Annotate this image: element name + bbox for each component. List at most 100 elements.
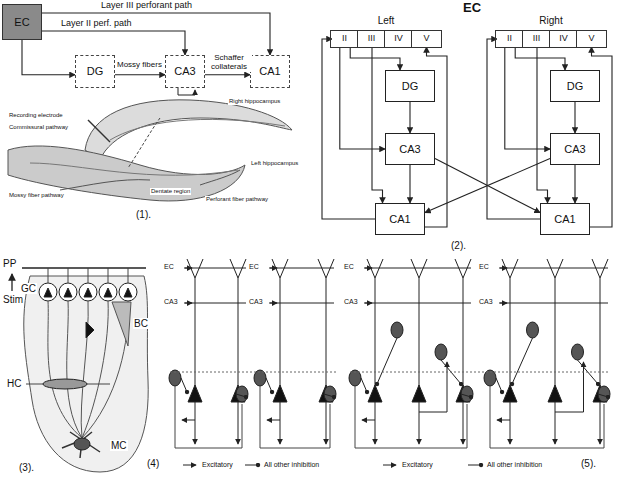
entorhinal-box: EC (2, 4, 42, 40)
legend-line (383, 465, 396, 466)
pathway-connector (574, 102, 575, 133)
granule-dendrite (88, 268, 89, 283)
pyramidal-cell (412, 385, 426, 402)
region-box: DG (550, 70, 600, 102)
input-arrow (364, 303, 372, 304)
legend-symbol (382, 461, 400, 469)
ec-input-fiber (500, 268, 608, 269)
legend-line (468, 465, 481, 466)
node-label: CA1 (259, 65, 280, 77)
annotation-label: Left hippocampus (250, 160, 299, 167)
cell-layer (30, 163, 238, 175)
pathway-connector (340, 47, 385, 149)
granule-cell-outline (59, 283, 77, 301)
pathway-label: Schaffer collaterals (206, 54, 252, 72)
inhibitory-link (324, 394, 334, 397)
granule-cell-outline (79, 283, 97, 301)
row-heading: Right (495, 15, 607, 26)
excitatory-link (182, 420, 195, 421)
node-label: EC (14, 16, 29, 28)
perforant-path (22, 267, 146, 269)
pathway-connector (537, 47, 548, 203)
apical-dendrite (187, 259, 203, 386)
node-label: V (588, 34, 594, 44)
node-label: III (368, 34, 376, 44)
legend-line (245, 465, 258, 466)
node-label: II (342, 34, 347, 44)
right-hippocampus-shape (85, 100, 292, 160)
layer-cell: II (497, 31, 523, 47)
interneuron (391, 322, 403, 338)
inhibitory-link (496, 378, 502, 392)
region-box: CA1 (375, 203, 425, 235)
annotation-label: EC (478, 263, 490, 271)
apical-dendrite (367, 259, 383, 386)
node-label: DG (567, 80, 584, 92)
inhibitory-link (512, 338, 533, 384)
pathway-connector (372, 47, 383, 203)
interneuron (572, 344, 584, 360)
layer-cell: III (524, 31, 550, 47)
pyramidal-axon (195, 402, 196, 444)
input-arrow (269, 303, 277, 304)
pathway-connector (487, 39, 540, 219)
ca3-input-fiber (185, 303, 246, 304)
pyramidal-axon (463, 402, 464, 444)
annotation-label: Mossy fiber pathway (8, 192, 65, 199)
node-label: CA3 (564, 143, 585, 155)
ca3-input-fiber (365, 303, 471, 304)
commissural-fiber (128, 118, 160, 168)
legend-text: Excitatory (202, 461, 233, 469)
pathway-connector (515, 47, 565, 70)
interneuron (527, 322, 539, 338)
input-arrow (499, 303, 507, 304)
region-box: CA1 (250, 55, 290, 88)
apical-dendrite (592, 259, 608, 386)
apical-dendrite (230, 259, 246, 386)
pyramidal-axon (600, 402, 601, 444)
annotation-label: Dentate region (150, 188, 191, 195)
legend-symbol (182, 461, 200, 469)
apical-dendrite (411, 259, 427, 386)
panel-heading: EC (462, 1, 482, 15)
panel-label: BC (133, 318, 149, 329)
panel-label: PP (2, 258, 17, 269)
node-label: III (533, 34, 541, 44)
granule-dendrite (68, 268, 69, 283)
panel-label: (1). (135, 209, 152, 220)
pyramidal-cell (503, 385, 517, 402)
legend-symbol (244, 461, 262, 469)
annotation-label: Perforant fiber pathway (205, 196, 269, 203)
left-hippocampus-shape (8, 146, 245, 201)
region-box: DG (385, 70, 435, 102)
layer-cell: III (359, 31, 385, 47)
legend-entry: All other inhibition (244, 461, 319, 469)
pathway-connector (42, 13, 270, 55)
inhibitory-link (598, 394, 608, 397)
apical-dendrite (318, 259, 334, 386)
pyramidal-axon (510, 402, 511, 444)
layer-row: RightIIIIIIVV (495, 15, 607, 48)
node-label: CA1 (554, 213, 575, 225)
legend-entry: Excitatory (182, 461, 233, 469)
pyramidal-axon (238, 402, 239, 444)
excitatory-link (555, 362, 584, 412)
mossy-axon (48, 301, 82, 438)
granule-cell (44, 288, 52, 297)
pyramidal-axon (375, 402, 376, 444)
apical-dendrite (272, 259, 288, 386)
pathway-label: Layer II perf. path (60, 19, 133, 29)
interneuron (435, 344, 447, 360)
annotation-label: CA3 (163, 298, 179, 306)
inhibitory-link (377, 338, 397, 384)
granule-dendrite (48, 268, 49, 283)
pathway-label: Mossy fibers (116, 61, 163, 70)
recurrent-collateral (355, 386, 467, 448)
pyramidal-axon (555, 402, 556, 444)
excitatory-link (419, 362, 447, 412)
panel-label: GC (20, 283, 37, 294)
annotation-label: EC (343, 263, 355, 271)
panel-label: (3). (18, 462, 35, 473)
node-label: CA3 (399, 143, 420, 155)
